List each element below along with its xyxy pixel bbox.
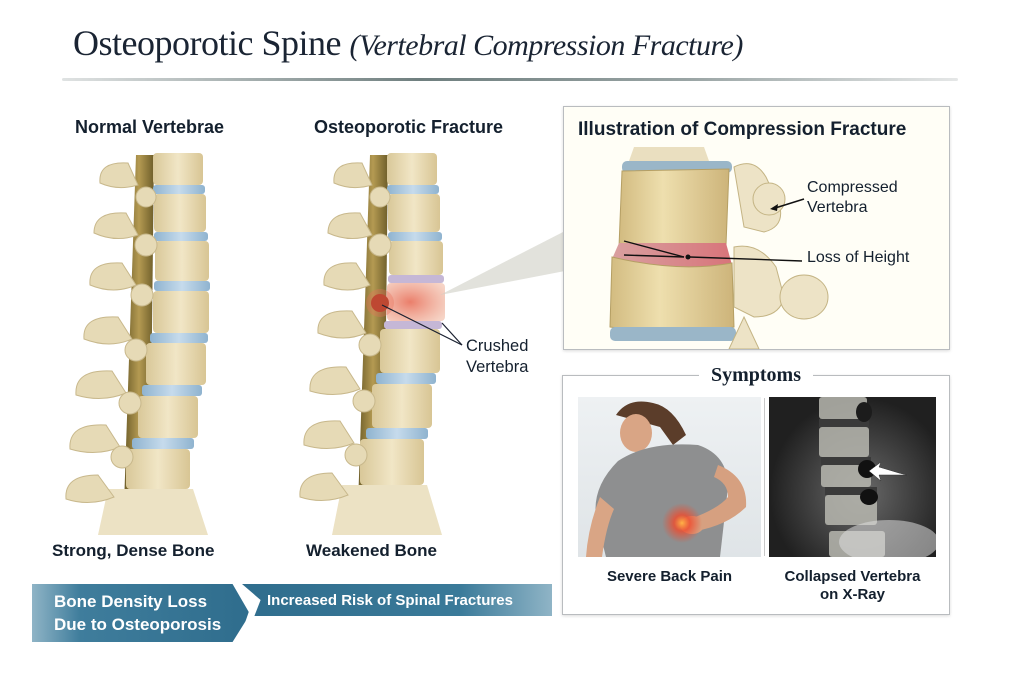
normal-spine-illustration <box>65 153 210 535</box>
illustration-panel-title: Illustration of Compression Fracture <box>578 119 907 140</box>
loss-of-height-label: Loss of Height <box>807 249 910 266</box>
fracture-risk-text: Increased Risk of Spinal Fractures <box>267 592 513 609</box>
fracture-risk-banner <box>242 584 552 616</box>
woman-back-pain-photo <box>578 397 761 557</box>
back-pain-caption: Severe Back Pain <box>606 568 733 585</box>
bone-density-loss-text: Bone Density Loss Due to Osteoporosis <box>54 592 222 634</box>
compressed-vertebra-label: Compressed Vertebra <box>807 179 898 216</box>
chevron-separator-icon <box>238 584 253 642</box>
xray-caption: Collapsed Vertebra on X-Ray <box>784 568 921 603</box>
compression-closeup-illustration <box>584 147 844 349</box>
weakened-caption: Weakened Bone <box>306 541 438 560</box>
bone-density-loss-banner <box>32 584 250 642</box>
crushed-vertebra-label: Crushed Vertebra <box>466 337 529 376</box>
spine-xray-image <box>769 397 936 557</box>
page-title: Osteoporotic Spine (Vertebral Compressio… <box>73 22 743 64</box>
symptoms-title: Symptoms <box>563 364 949 387</box>
fractured-spine-illustration <box>299 153 463 535</box>
photo-divider <box>764 398 765 556</box>
title-subtitle: (Vertebral Compression Fracture) <box>349 29 743 62</box>
symptoms-panel: Symptoms <box>562 364 950 615</box>
zoom-beam <box>440 231 565 295</box>
compression-illustration-panel: Illustration of Compression Fracture <box>563 106 950 350</box>
normal-vertebrae-heading: Normal Vertebrae <box>75 117 225 137</box>
title-divider <box>62 78 958 81</box>
title-main: Osteoporotic Spine <box>73 23 341 63</box>
osteoporotic-fracture-heading: Osteoporotic Fracture <box>314 117 504 137</box>
normal-caption: Strong, Dense Bone <box>52 541 215 560</box>
